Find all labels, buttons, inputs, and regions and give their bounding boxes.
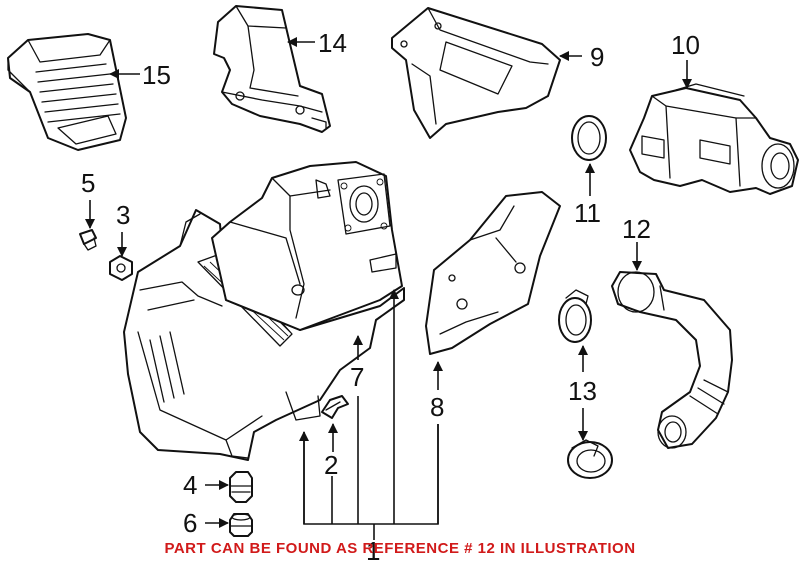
callout-2: 2 bbox=[324, 450, 338, 480]
callout-3: 3 bbox=[116, 200, 130, 230]
callout-6: 6 bbox=[183, 508, 197, 538]
callout-7: 7 bbox=[350, 362, 364, 392]
callout-4: 4 bbox=[183, 470, 197, 500]
part-14-intake-duct bbox=[213, 5, 331, 133]
part-15-intake-scoop bbox=[7, 33, 127, 151]
part-12-intake-hose bbox=[611, 271, 733, 449]
reference-note: PART CAN BE FOUND AS REFERENCE # 12 IN I… bbox=[164, 540, 636, 557]
callout-1: 1 bbox=[366, 536, 380, 566]
callout-15: 15 bbox=[142, 60, 171, 90]
callout-12: 12 bbox=[622, 214, 651, 244]
part-2-clip bbox=[321, 395, 349, 419]
callout-5: 5 bbox=[81, 168, 95, 198]
part-5-screw bbox=[79, 229, 97, 251]
callout-10: 10 bbox=[671, 30, 700, 60]
part-13-hose-clamp-upper bbox=[558, 289, 592, 343]
air-cleaner-housing bbox=[123, 161, 405, 461]
leader-lines bbox=[85, 37, 692, 540]
part-10-air-flow-meter bbox=[629, 83, 799, 195]
part-13-hose-clamp-lower bbox=[567, 439, 613, 479]
callout-labels: 14 15 9 10 5 3 11 12 7 8 13 2 4 6 1 bbox=[81, 28, 700, 566]
part-9-heat-shield bbox=[391, 7, 561, 139]
part-11-o-ring bbox=[571, 115, 607, 161]
callout-13: 13 bbox=[568, 376, 597, 406]
part-8-bracket bbox=[425, 191, 561, 355]
callout-9: 9 bbox=[590, 42, 604, 72]
callout-11: 11 bbox=[574, 198, 601, 228]
part-3-nut bbox=[109, 255, 133, 281]
callout-14: 14 bbox=[318, 28, 347, 58]
part-4-bushing bbox=[229, 471, 253, 503]
callout-8: 8 bbox=[430, 392, 444, 422]
part-6-grommet bbox=[229, 513, 253, 537]
